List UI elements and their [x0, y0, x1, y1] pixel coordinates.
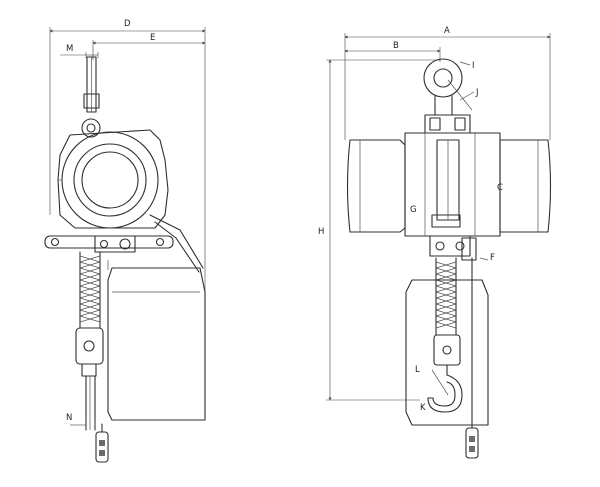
label-c: C [497, 183, 503, 193]
dimension-h: H [318, 59, 440, 401]
label-l: L [415, 365, 420, 375]
label-b: B [393, 41, 399, 51]
load-chain-spring [79, 251, 101, 329]
label-a: A [444, 26, 450, 36]
chain-container [107, 267, 206, 421]
gear-case [404, 132, 501, 237]
label-j: J [475, 88, 479, 98]
dimension-n: N [66, 413, 96, 430]
label-m: M [66, 44, 73, 54]
motor-ring-inner [73, 143, 147, 217]
suspension-eye [81, 118, 101, 138]
label-d: D [124, 19, 131, 29]
motor-ring-outer [61, 131, 159, 229]
front-chain-container [405, 279, 489, 426]
dimension-a: A [344, 26, 551, 140]
hoist-body [57, 129, 169, 229]
label-n: N [66, 413, 72, 423]
front-lower-block [433, 334, 461, 366]
pendant-switch-right [465, 427, 479, 459]
label-h: H [318, 227, 324, 237]
side-view: D E M [44, 19, 206, 463]
load-hook [427, 364, 463, 413]
motor-housing-left [346, 139, 406, 233]
brake-housing-right [499, 139, 552, 233]
label-i: I [472, 61, 475, 71]
label-k: K [420, 403, 426, 413]
front-load-chain [435, 257, 457, 336]
chain-guide-arm [149, 214, 204, 269]
lower-block [75, 327, 104, 365]
front-view: A B H I J [318, 26, 552, 459]
chain-guide-block [431, 214, 461, 228]
dimension-b: B [344, 41, 441, 62]
label-g: G [410, 205, 417, 215]
label-e: E [150, 33, 155, 43]
pendant-switch-left [95, 431, 109, 463]
label-f: F [490, 253, 495, 263]
dimension-d: D [49, 19, 206, 420]
dimension-e: E [92, 33, 206, 60]
top-hook-eye [423, 58, 463, 98]
mount-bracket [44, 235, 174, 249]
dimension-m: M [60, 44, 99, 58]
